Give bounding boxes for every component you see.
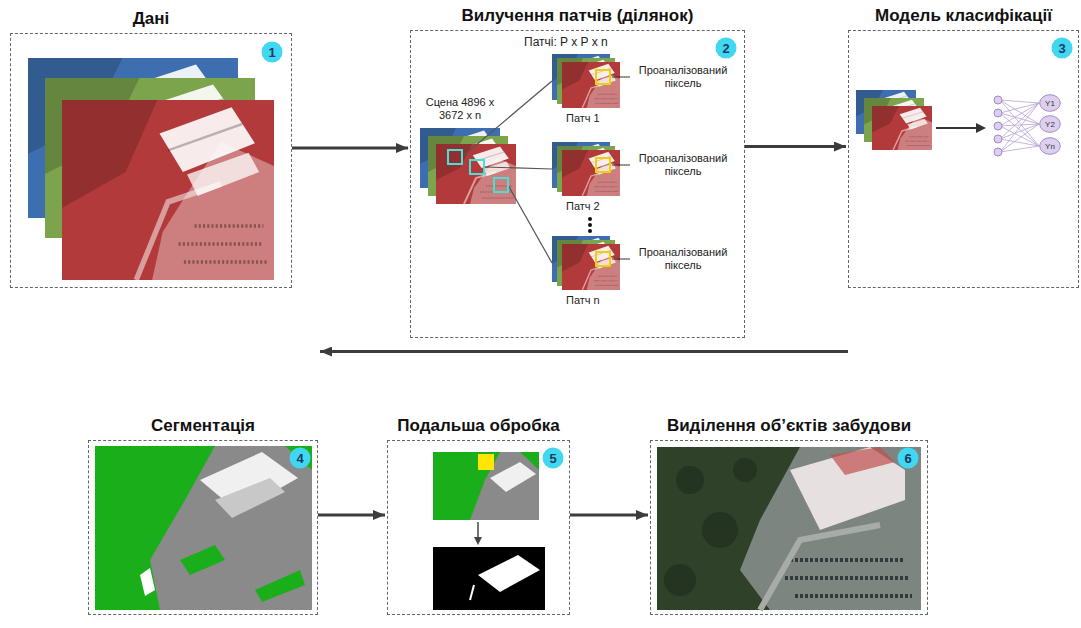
callout-digit: 5 — [549, 451, 556, 466]
pixel-label: Проаналізований піксель — [633, 64, 733, 90]
callout-number: 6 — [897, 447, 919, 469]
dashed-frame — [650, 440, 928, 615]
neuron-label: Y2 — [1045, 120, 1055, 129]
panel-heading: Сегментація — [88, 415, 318, 436]
panel-heading: Виділення об’єктів забудови — [650, 415, 928, 436]
output-neuron: Y2 — [1039, 115, 1061, 133]
flow-arrow — [745, 145, 846, 148]
callout-digit: 2 — [722, 41, 729, 56]
dashed-frame — [410, 30, 745, 338]
patch-label: Патч 1 — [566, 112, 600, 125]
callout-digit: 3 — [1058, 41, 1065, 56]
pipeline-panel: Виділення об’єктів забудови 6 — [650, 415, 928, 615]
dashed-frame — [88, 440, 318, 615]
pixel-label: Проаналізований піксель — [633, 152, 733, 178]
output-neuron: Y1 — [1039, 94, 1061, 112]
output-neuron: Yn — [1039, 137, 1061, 155]
neuron-label: Y1 — [1045, 99, 1055, 108]
patch-size: Патчі: P x P x n — [524, 36, 608, 49]
dashed-frame — [10, 33, 292, 288]
callout-digit: 1 — [268, 45, 275, 60]
callout-digit: 4 — [296, 451, 303, 466]
flow-arrow — [570, 514, 648, 517]
panel-heading: Подальша обробка — [387, 415, 570, 436]
callout-number: 5 — [542, 447, 564, 469]
callout-number: 3 — [1051, 37, 1073, 59]
flow-arrow — [292, 147, 408, 150]
panel-heading: Вилучення патчів (ділянок) — [410, 5, 745, 26]
pipeline-panel: Дані 1 — [10, 8, 292, 288]
pixel-label: Проаналізований піксель — [633, 246, 733, 272]
pipeline-panel: Подальша обробка 5 — [387, 415, 570, 615]
panel-heading: Модель класифікації — [848, 5, 1079, 26]
panel-heading: Дані — [10, 8, 292, 29]
dashed-frame — [848, 30, 1079, 288]
dashed-frame — [387, 440, 570, 615]
patch-label: Патч 2 — [566, 200, 600, 213]
callout-number: 2 — [715, 37, 737, 59]
pipeline-panel: Модель класифікації 3Y1Y2Yn — [848, 5, 1079, 288]
flow-arrow — [320, 350, 848, 353]
scene-size: Сцена 4896 x 3672 x n — [414, 96, 506, 122]
patch-label: Патч n — [566, 294, 600, 307]
flow-arrow — [318, 514, 385, 517]
callout-number: 4 — [289, 447, 311, 469]
neuron-label: Yn — [1045, 142, 1055, 151]
callout-number: 1 — [261, 41, 283, 63]
callout-digit: 6 — [904, 451, 911, 466]
pipeline-panel: Сегментація 4 — [88, 415, 318, 615]
